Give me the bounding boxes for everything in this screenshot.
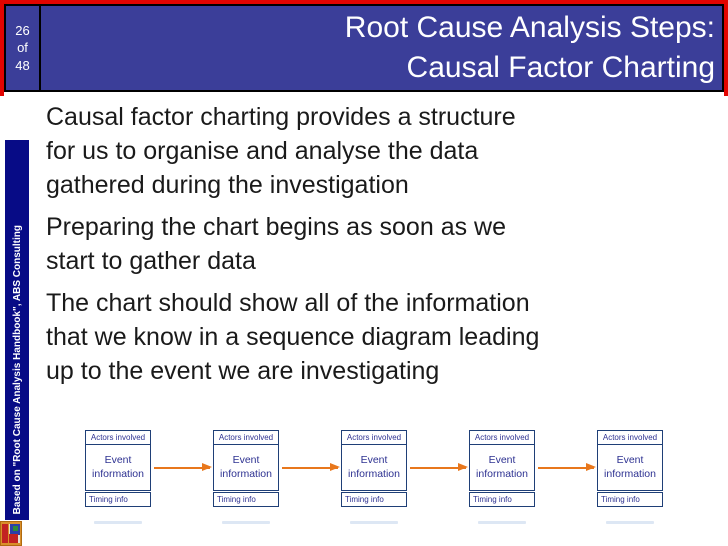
slide-body: Causal factor charting provides a struct… [46, 100, 714, 396]
timing-info-label: Timing info [85, 492, 151, 507]
logo-red-stripe [2, 524, 8, 543]
page-counter-current: 26 [15, 22, 30, 38]
red-frame-right [724, 0, 728, 96]
event-box: Actors involved Event information Timing… [341, 430, 407, 524]
attribution-sidebar: Based on "Root Cause Analysis Handbook",… [5, 140, 29, 520]
page-counter: 26 of 48 [4, 4, 41, 92]
actors-involved-label: Actors involved [341, 430, 407, 445]
box-reflection [606, 521, 654, 524]
box-reflection [94, 521, 142, 524]
causal-factor-chart: Actors involved Event information Timing… [85, 430, 663, 524]
actors-involved-label: Actors involved [213, 430, 279, 445]
slide-title-line2: Causal Factor Charting [406, 51, 715, 84]
event-information-label: Event information [469, 445, 535, 491]
timing-info-label: Timing info [597, 492, 663, 507]
box-reflection [350, 521, 398, 524]
flow-arrow [282, 463, 340, 471]
body-paragraph: Causal factor charting provides a struct… [46, 103, 516, 199]
event-box: Actors involved Event information Timing… [213, 430, 279, 524]
event-box: Actors involved Event information Timing… [85, 430, 151, 524]
event-information-label: Event information [597, 445, 663, 491]
event-information-label: Event information [85, 445, 151, 491]
page-counter-total: 48 [15, 57, 30, 73]
box-reflection [222, 521, 270, 524]
event-box: Actors involved Event information Timing… [469, 430, 535, 524]
event-information-label: Event information [341, 445, 407, 491]
red-frame-top [0, 0, 728, 4]
flow-arrow [154, 463, 212, 471]
actors-involved-label: Actors involved [469, 430, 535, 445]
red-frame-left [0, 0, 4, 96]
event-information-label: Event information [213, 445, 279, 491]
timing-info-label: Timing info [213, 492, 279, 507]
actors-involved-label: Actors involved [85, 430, 151, 445]
slide-header: 26 of 48 Root Cause Analysis Steps: Caus… [4, 4, 724, 92]
attribution-text: Based on "Root Cause Analysis Handbook",… [11, 224, 23, 514]
box-reflection [478, 521, 526, 524]
page-counter-separator: of [17, 40, 28, 56]
actors-involved-label: Actors involved [597, 430, 663, 445]
body-paragraph: Preparing the chart begins as soon as we… [46, 213, 506, 275]
timing-info-label: Timing info [341, 492, 407, 507]
timing-info-label: Timing info [469, 492, 535, 507]
event-box: Actors involved Event information Timing… [597, 430, 663, 524]
organization-logo-icon [0, 521, 22, 546]
logo-emblem [9, 524, 20, 543]
flow-arrow [410, 463, 468, 471]
slide-title-line1: Root Cause Analysis Steps: [344, 11, 715, 45]
flow-arrow [538, 463, 596, 471]
body-paragraph: The chart should show all of the informa… [46, 289, 540, 385]
slide-title: Root Cause Analysis Steps: Causal Factor… [41, 4, 724, 92]
